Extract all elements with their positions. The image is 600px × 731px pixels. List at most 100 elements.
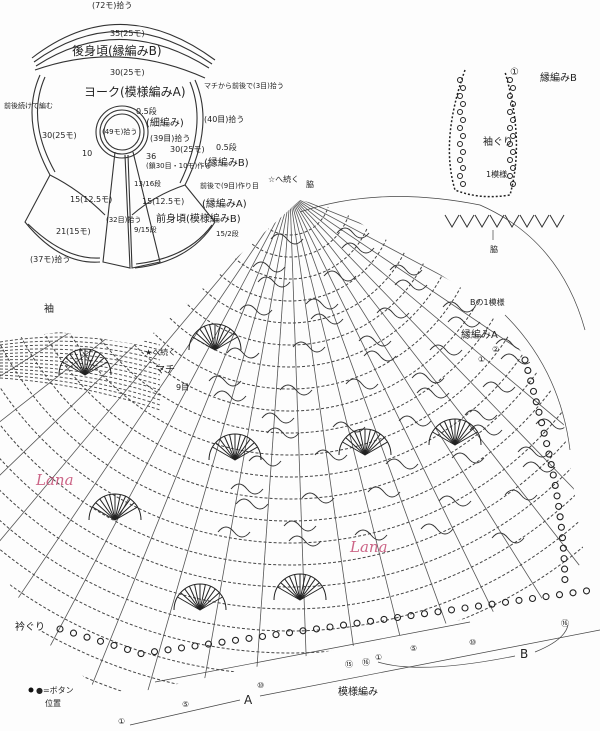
fan-stitch (84, 357, 105, 376)
chain-loop (513, 310, 547, 322)
edge-arc (504, 314, 571, 451)
fan-stitch (454, 427, 475, 446)
fan-edge (188, 323, 242, 351)
stitch-column (289, 200, 482, 692)
chain-loop (288, 535, 322, 547)
fan-stitch (234, 438, 251, 461)
armhole-curve (448, 69, 518, 198)
fan-stitch (294, 574, 301, 601)
picot (457, 109, 463, 115)
chain-loop (301, 492, 335, 504)
chain-loop (363, 350, 397, 362)
chain-loop (208, 375, 242, 387)
fan-stitch (184, 588, 201, 611)
picot (457, 125, 463, 131)
sleeve-label: 袖 (44, 302, 54, 315)
chain-row (95, 200, 485, 390)
fan-stitch (199, 592, 220, 611)
center-pickup-label: (49モ)拾う (102, 127, 137, 136)
fan-motif (428, 418, 482, 446)
chain-loop (226, 347, 260, 359)
picot (474, 602, 483, 610)
chain-loop (447, 316, 481, 328)
fan-stitch (84, 349, 91, 376)
sleeve-row (0, 340, 161, 356)
sleeve-row (0, 355, 161, 376)
watermark: Lana (349, 538, 388, 556)
button-note: ●=ボタン (36, 686, 74, 695)
row-marker: ⑤ (410, 644, 417, 653)
sleeve-row (0, 377, 161, 411)
fan-stitch (192, 336, 216, 351)
back-outer-edge (31, 24, 216, 61)
hem-width: 21(15モ) (56, 227, 91, 236)
picot (123, 645, 132, 654)
picot (528, 594, 537, 603)
picot (434, 608, 442, 616)
picot (366, 617, 375, 625)
picot (561, 565, 569, 573)
fan-edge (208, 433, 262, 461)
fan-stitch (364, 431, 377, 456)
fan-stitch (299, 578, 316, 601)
picot (543, 440, 551, 448)
mesh-stitch (519, 214, 535, 228)
picot (380, 615, 388, 623)
fan-motif (338, 428, 392, 456)
sleeve-row (0, 362, 161, 386)
yoke-left-edge (31, 74, 51, 176)
picot (457, 93, 463, 99)
picot (553, 492, 561, 500)
front-body-label: 前身頃(模様編みB) (156, 212, 241, 225)
chain-loop (354, 529, 388, 541)
button-note-position: 位置 (45, 698, 61, 708)
fan-motif (173, 583, 227, 611)
fan-stitch (454, 431, 478, 446)
fan-stitch (219, 438, 236, 461)
fan-stitch (229, 434, 236, 461)
picot (507, 77, 513, 83)
fan-stitch (62, 361, 86, 376)
picot (510, 149, 516, 155)
fan-edge (338, 428, 392, 456)
chain-row (0, 200, 585, 500)
chain-loop (385, 458, 419, 470)
back-band-line (35, 38, 210, 69)
garment-schematic (24, 24, 216, 269)
cast-on-note: 前後で(9目)作り目 (200, 181, 259, 190)
picot (488, 600, 496, 608)
armhole-title: 袖ぐり (483, 135, 513, 148)
yoke-left-inner (36, 76, 56, 173)
chain-row (0, 200, 585, 544)
fan-stitch (194, 584, 201, 611)
picot (299, 627, 307, 635)
sleeve-row (0, 365, 161, 391)
fan-stitch (349, 433, 366, 456)
picot (545, 450, 553, 458)
picot (560, 555, 568, 563)
picot (137, 650, 145, 658)
picot (150, 648, 159, 656)
gusset-pickup-label: マチから前後で(3目)拾う (204, 81, 284, 90)
chain-loop (310, 313, 344, 325)
fan-stitch (114, 494, 121, 521)
sleeve-row (0, 374, 161, 406)
picot (527, 377, 535, 385)
chain-loop (411, 372, 445, 384)
edge-a-label: 縁編みA (461, 328, 498, 341)
fan-stitch (345, 437, 366, 456)
picot (542, 593, 550, 601)
fan-stitch (364, 433, 381, 456)
fan-motif (58, 348, 112, 376)
dimension-10: 10 (82, 149, 92, 158)
fan-stitch (92, 506, 116, 521)
chain-row (139, 200, 441, 346)
sleeve-row (0, 371, 161, 401)
fan-edge (273, 573, 327, 601)
fan-stitch (214, 326, 227, 351)
placket-rows: 13/16段 (134, 179, 161, 188)
yoke-right-inner (179, 81, 198, 184)
fan-stitch (214, 324, 221, 351)
picot (457, 77, 463, 83)
picot (204, 640, 213, 648)
